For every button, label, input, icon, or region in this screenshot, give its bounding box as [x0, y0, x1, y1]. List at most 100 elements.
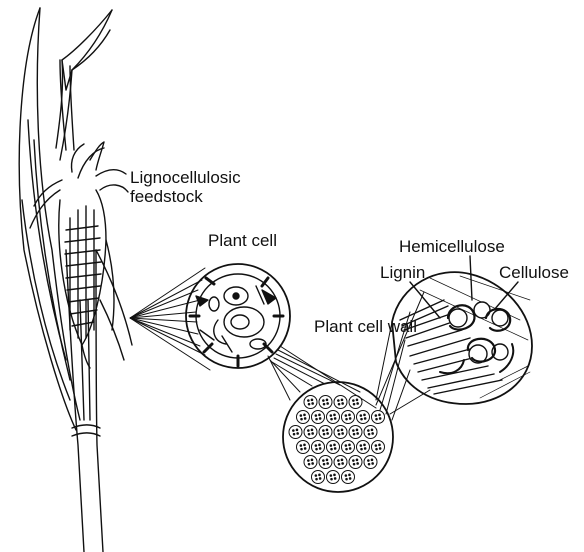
fiber-dot [334, 414, 336, 416]
fiber-dot [334, 444, 336, 446]
fiber-dot [316, 478, 318, 480]
fiber-dot [379, 418, 381, 420]
fiber-dot [304, 444, 306, 446]
fiber-dot [368, 460, 370, 462]
fiber-cell [372, 441, 385, 454]
fiber-cell [357, 411, 370, 424]
fiber-dot [345, 445, 347, 447]
fiber-cell [289, 426, 302, 439]
fiber-dot [353, 463, 355, 465]
fiber-dot [308, 460, 310, 462]
fiber-dot [311, 429, 313, 431]
fiber-dot [375, 415, 377, 417]
fiber-cell [327, 411, 340, 424]
fiber-cell [364, 456, 377, 469]
fiber-dot [349, 418, 351, 420]
fiber-dot [342, 463, 344, 465]
fiber-dot [342, 433, 344, 435]
fiber-cell [312, 471, 325, 484]
fiber-dot [357, 403, 359, 405]
feedstock-label: Lignocellulosic feedstock [130, 168, 280, 206]
fiber-dot [319, 474, 321, 476]
fiber-cell [349, 456, 362, 469]
fiber-cell [342, 471, 355, 484]
fiber-dot [342, 403, 344, 405]
fiber-cell [319, 456, 332, 469]
fiber-dot [334, 474, 336, 476]
fiber-dot [379, 414, 381, 416]
fiber-dot [316, 448, 318, 450]
fiber-dot [330, 445, 332, 447]
fiber-dot [323, 403, 325, 405]
fiber-dot [312, 403, 314, 405]
fiber-dot [353, 460, 355, 462]
zoom-cone-cell-wall [268, 346, 376, 408]
hemicellulose-label: Hemicellulose [399, 237, 505, 256]
fiber-dot [379, 444, 381, 446]
fiber-cell [357, 441, 370, 454]
fiber-dot [338, 430, 340, 432]
fiber-dot [338, 403, 340, 405]
fiber-cell [327, 471, 340, 484]
fiber-dot [308, 403, 310, 405]
fiber-dot [319, 414, 321, 416]
fiber-dot [338, 400, 340, 402]
fiber-dot [372, 463, 374, 465]
fiber-dot [353, 403, 355, 405]
fiber-dot [308, 463, 310, 465]
fiber-dot [323, 433, 325, 435]
fiber-dot [304, 418, 306, 420]
plant-cell-wall-label: Plant cell wall [314, 317, 424, 336]
corn-plant-illustration [19, 8, 132, 552]
fiber-dot [304, 448, 306, 450]
fiber-cell [297, 441, 310, 454]
plant-cell-label: Plant cell [208, 231, 277, 250]
fiber-dot [341, 429, 343, 431]
fiber-dot [323, 430, 325, 432]
fiber-cell [372, 411, 385, 424]
fiber-dot [368, 463, 370, 465]
fiber-dot [341, 399, 343, 401]
fiber-dot [376, 418, 378, 420]
fiber-dot [323, 400, 325, 402]
fiber-dot [368, 430, 370, 432]
fiber-dot [361, 448, 363, 450]
fiber-dot [353, 430, 355, 432]
fiber-dot [341, 459, 343, 461]
fiber-dot [319, 444, 321, 446]
fiber-dot [356, 429, 358, 431]
fiber-cell [334, 396, 347, 409]
fiber-cell [319, 426, 332, 439]
fiber-dot [330, 475, 332, 477]
fiber-cell [297, 411, 310, 424]
fiber-dot [379, 448, 381, 450]
fiber-dot [357, 433, 359, 435]
fiber-dot [331, 448, 333, 450]
fiber-cell [304, 426, 317, 439]
fiber-cell [327, 441, 340, 454]
fiber-dot [364, 444, 366, 446]
fiber-dot [326, 429, 328, 431]
fiber-cell [312, 441, 325, 454]
fiber-dot [364, 418, 366, 420]
fiber-dot [334, 448, 336, 450]
fiber-dot [301, 448, 303, 450]
fiber-dot [315, 445, 317, 447]
fiber-dot [338, 463, 340, 465]
fiber-dot [312, 463, 314, 465]
fiber-dot [304, 414, 306, 416]
fiber-dot [368, 433, 370, 435]
fiber-dot [319, 478, 321, 480]
fiber-dot [345, 415, 347, 417]
fiber-cell [304, 396, 317, 409]
fiber-cell [364, 426, 377, 439]
fiber-dot [349, 448, 351, 450]
fiber-dot [308, 430, 310, 432]
fiber-dot [301, 418, 303, 420]
fiber-dot [300, 445, 302, 447]
fiber-dot [311, 399, 313, 401]
fiber-dot [346, 448, 348, 450]
fiber-dot [331, 478, 333, 480]
lignin-leader [410, 282, 440, 318]
